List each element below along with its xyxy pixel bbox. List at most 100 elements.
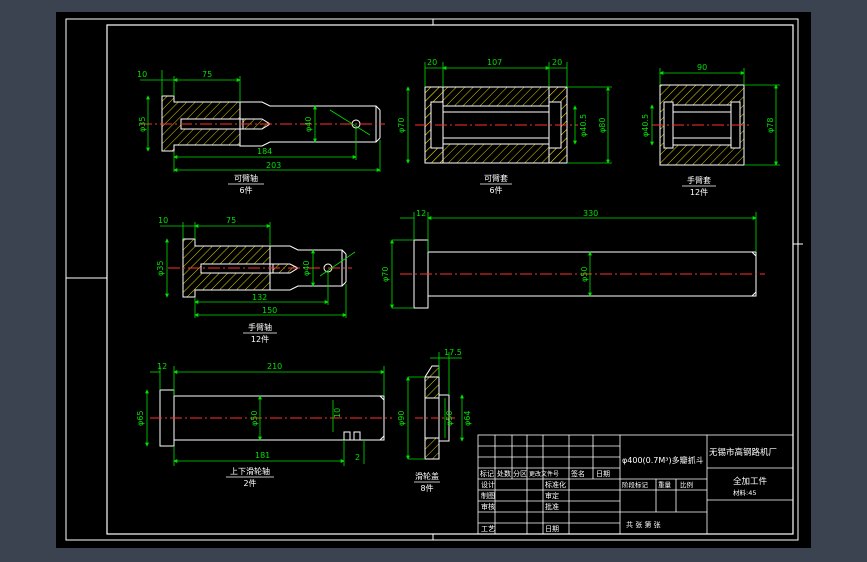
dim-text: φ64 xyxy=(463,411,472,426)
label-arm-sleeve: 可臂套 6件 xyxy=(480,173,512,195)
header-cell: 更改文件号 xyxy=(529,470,559,478)
dim-text: φ40.5 xyxy=(641,114,650,137)
text-pulley-cover: 17.5 φ90 φ50 φ64 xyxy=(397,348,472,426)
dim-text: φ65 xyxy=(136,411,145,426)
part-arm-sleeve xyxy=(415,86,578,164)
dim-text: φ90 xyxy=(397,411,406,426)
sheet-count: 共 张 第 张 xyxy=(626,520,661,529)
stage-label: 重量 xyxy=(658,481,672,489)
dim-text: 20 xyxy=(427,58,437,67)
dim-text: 90 xyxy=(697,63,707,72)
dims-arm-sleeve xyxy=(406,62,612,164)
dims-arm-shaft xyxy=(140,70,381,172)
part-pulley-shaft xyxy=(150,389,392,447)
dim-text: 75 xyxy=(226,216,236,225)
dim-text: 2 xyxy=(355,453,360,462)
part-name: 手臂套 xyxy=(687,175,711,185)
part-qty: 2件 xyxy=(243,478,256,488)
dim-text: φ40 xyxy=(304,117,313,132)
left-label: 设计 xyxy=(481,480,495,489)
sheet-border xyxy=(65,18,799,541)
part-qty: 6件 xyxy=(239,185,252,195)
dim-text: 17.5 xyxy=(444,348,462,357)
part-name: 滑轮盖 xyxy=(415,471,439,481)
part-qty: 8件 xyxy=(420,483,433,493)
label-pulley-cover: 滑轮盖 8件 xyxy=(414,471,440,493)
part-name: 可臂套 xyxy=(484,173,508,183)
company-name: 无锡市高钢路机厂 xyxy=(709,447,777,458)
part-long-shaft xyxy=(400,239,765,309)
dim-text: φ35 xyxy=(138,117,147,132)
part-arm-shaft xyxy=(140,95,385,152)
dim-text: 150 xyxy=(262,306,277,315)
part-qty: 6件 xyxy=(489,185,502,195)
text-hand-sleeve: 90 φ40.5 φ78 xyxy=(641,63,775,137)
dims-hand-shaft xyxy=(160,222,356,318)
mid-label: 日期 xyxy=(545,525,559,533)
header-cell: 签名 xyxy=(571,469,585,478)
stage-label: 阶段标记 xyxy=(622,480,649,489)
dim-text: φ50 xyxy=(445,411,454,426)
part-qty: 12件 xyxy=(690,187,708,197)
drawing-title: φ400(0.7M³)多瓣抓斗 xyxy=(622,455,704,465)
left-label: 工艺 xyxy=(481,525,495,533)
dim-text: φ50 xyxy=(250,411,259,426)
header-cell: 标记 xyxy=(480,469,494,478)
dim-text: φ50 xyxy=(580,267,589,282)
dim-text: 12 xyxy=(157,362,167,371)
header-cell: 分区 xyxy=(513,469,527,478)
label-arm-shaft: 可臂轴 6件 xyxy=(228,173,264,195)
dim-text: 184 xyxy=(257,147,272,156)
dim-text: 181 xyxy=(255,451,270,460)
dims-hand-sleeve xyxy=(650,68,780,166)
dim-text: 20 xyxy=(552,58,562,67)
text-arm-sleeve: 20 107 20 φ70 φ40.5 φ80 xyxy=(397,58,607,137)
dim-text: 12 xyxy=(416,209,426,218)
label-hand-sleeve: 手臂套 12件 xyxy=(682,175,716,197)
title-block xyxy=(477,434,794,535)
dim-text: 10 xyxy=(158,216,168,225)
dim-text: 107 xyxy=(487,58,502,67)
part-hand-sleeve xyxy=(652,84,752,166)
label-hand-shaft: 手臂轴 12件 xyxy=(243,322,277,344)
dim-text: 132 xyxy=(252,293,267,302)
text-long-shaft: 12 330 φ70 φ50 xyxy=(381,209,598,282)
dim-text: 10 xyxy=(333,408,342,418)
dim-text: φ70 xyxy=(381,267,390,282)
dim-text: φ70 xyxy=(397,118,406,133)
part-name: 上下滑轮轴 xyxy=(230,466,270,476)
dim-text: φ35 xyxy=(156,261,165,276)
header-cell: 日期 xyxy=(596,470,610,478)
dim-text: φ40.5 xyxy=(579,114,588,137)
mid-label: 批准 xyxy=(545,502,559,511)
dim-text: φ78 xyxy=(766,118,775,133)
label-pulley-shaft: 上下滑轮轴 2件 xyxy=(226,466,274,488)
dim-text: 10 xyxy=(137,70,147,79)
header-cell: 处数 xyxy=(497,469,511,478)
part-qty: 12件 xyxy=(251,334,269,344)
dims-pulley-shaft xyxy=(145,366,385,466)
text-arm-shaft: 10 75 184 203 φ35 φ40 xyxy=(137,70,313,170)
centering-marks xyxy=(66,19,803,540)
left-label: 审核 xyxy=(481,502,495,511)
part-name: 可臂轴 xyxy=(234,173,258,183)
dim-text: φ80 xyxy=(598,118,607,133)
mid-label: 标准化 xyxy=(545,480,566,489)
dims-pulley-cover xyxy=(406,352,464,460)
left-label: 制图 xyxy=(481,491,495,500)
dims-long-shaft xyxy=(390,212,757,309)
part-hand-shaft xyxy=(168,238,352,298)
assembly-name: 全加工件 xyxy=(733,476,768,487)
dim-text: 330 xyxy=(583,209,598,218)
material-label: 材料:45 xyxy=(733,488,756,497)
frame-inner xyxy=(106,24,794,535)
mid-label: 审定 xyxy=(545,491,559,500)
dim-text: φ40 xyxy=(302,261,311,276)
text-pulley-shaft: 12 210 181 2 10 φ65 φ50 xyxy=(136,362,360,462)
title-block-text: φ400(0.7M³)多瓣抓斗 无锡市高钢路机厂 全加工件 材料:45 标记 处… xyxy=(480,447,777,533)
stage-label: 比例 xyxy=(680,480,693,489)
part-name: 手臂轴 xyxy=(248,322,272,332)
dim-text: 203 xyxy=(266,161,281,170)
